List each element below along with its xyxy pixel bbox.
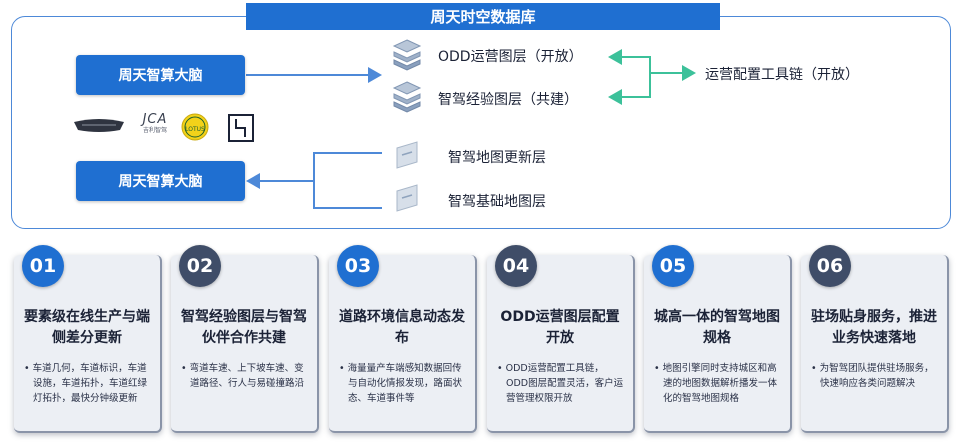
bracket-map-layers (313, 152, 382, 209)
card-number-badge: 01 (22, 245, 64, 287)
card-body: 海量量产车端感知数据回传与自动化情报发现，路面状态、车道事件等 (339, 361, 467, 406)
card-title: 驻场贴身服务，推进业务快速落地 (811, 309, 937, 346)
experience-layer-label: 智驾经验图层（共建） (438, 92, 578, 108)
smart-brain-bottom-block: 周天智算大脑 (76, 161, 245, 201)
base-map-layer-label: 智驾基础地图层 (448, 194, 546, 210)
map-tile-icon (396, 184, 418, 212)
lotus-logo-icon: LOTUS (181, 113, 209, 141)
card-number-badge: 05 (652, 245, 694, 287)
card-title: ODD运营图层配置开放 (500, 309, 620, 346)
arrow-toolchain-to-odd (608, 49, 651, 73)
feature-card-02: 02 智驾经验图层与智驾伙伴合作共建 弯道车速、上下坡车速、变道路径、行人与易碰… (171, 245, 319, 433)
card-title: 道路环境信息动态发布 (339, 309, 465, 346)
card-number-badge: 06 (809, 245, 851, 287)
toolchain-label: 运营配置工具链（开放） (705, 67, 859, 83)
stack-icon (392, 81, 422, 113)
card-body: 车道几何，车道标识，车道设施，车道拓扑，车道红绿灯拓扑，最快分钟级更新 (24, 361, 152, 406)
card-body: ODD运营配置工具链，ODD图层配置灵活，客户运营管理权限开放 (497, 361, 625, 406)
card-body: 弯道车速、上下坡车速、变道路径、行人与易碰撞路沿 (181, 361, 309, 391)
feature-card-01: 01 要素级在线生产与端侧差分更新 车道几何，车道标识，车道设施，车道拓扑，车道… (14, 245, 162, 433)
smart-brain-top-block: 周天智算大脑 (76, 55, 245, 95)
jca-logo: JCA 吉利智驾 (142, 112, 168, 135)
card-title: 城高一体的智驾地图规格 (654, 309, 780, 346)
feature-card-05: 05 城高一体的智驾地图规格 地图引擎同时支持城区和高速的地图数据解析播发一体化… (644, 245, 792, 433)
card-body: 为智驾团队提供驻场服务，快速响应各类问题解决 (811, 361, 939, 391)
card-number-badge: 03 (337, 245, 379, 287)
car-grille-logo-icon (74, 119, 124, 132)
page-title: 周天时空数据库 (246, 3, 720, 30)
card-number-badge: 02 (179, 245, 221, 287)
feature-card-03: 03 道路环境信息动态发布 海量量产车端感知数据回传与自动化情报发现，路面状态、… (329, 245, 477, 433)
odd-layer-label: ODD运营图层（开放） (438, 49, 583, 65)
stack-icon (392, 39, 422, 71)
card-number-badge: 04 (495, 245, 537, 287)
feature-card-04: 04 ODD运营图层配置开放 ODD运营配置工具链，ODD图层配置灵活，客户运营… (487, 245, 635, 433)
card-title: 智驾经验图层与智驾伙伴合作共建 (181, 309, 307, 346)
zeekr-logo-icon (228, 114, 254, 142)
card-body: 地图引擎同时支持城区和高速的地图数据解析播发一体化的智驾地图规格 (654, 361, 782, 406)
svg-text:LOTUS: LOTUS (185, 126, 205, 133)
card-title: 要素级在线生产与端侧差分更新 (24, 309, 150, 346)
map-tile-icon (396, 141, 418, 169)
map-update-layer-label: 智驾地图更新层 (448, 150, 546, 166)
feature-card-06: 06 驻场贴身服务，推进业务快速落地 为智驾团队提供驻场服务，快速响应各类问题解… (801, 245, 949, 433)
arrow-toolchain-to-exp (608, 73, 651, 105)
